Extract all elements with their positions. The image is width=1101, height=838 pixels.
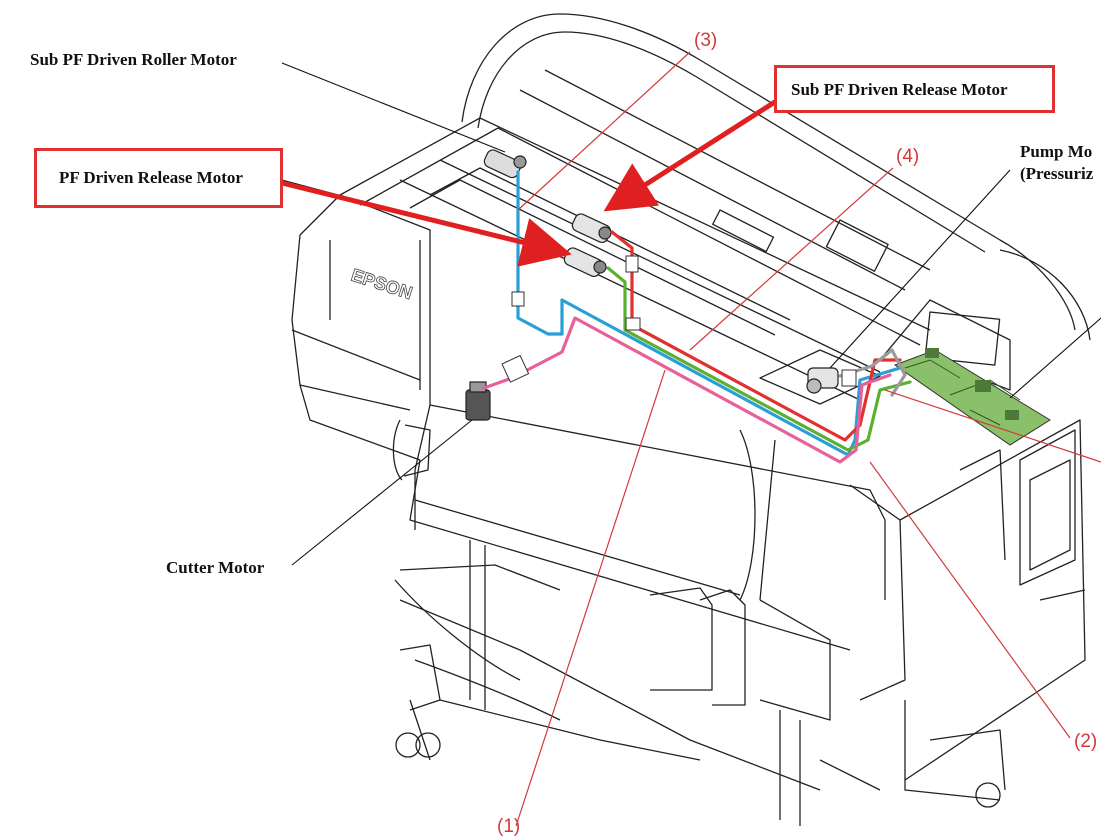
cable-green xyxy=(606,266,912,452)
cable-gray xyxy=(838,348,907,397)
label-pump-motor: Pump Mo xyxy=(1020,142,1093,161)
label-pressurize: (Pressuriz xyxy=(1020,164,1094,183)
cable-red xyxy=(610,230,902,442)
cables xyxy=(482,170,912,464)
cable-blue xyxy=(516,170,902,457)
label-sub-pf-driven-roller-motor: Sub PF Driven Roller Motor xyxy=(30,50,237,69)
motor-pump xyxy=(806,367,839,394)
callout-lines xyxy=(515,51,1101,826)
motor-sub-pf-driven-roller xyxy=(483,149,527,179)
connectors xyxy=(501,255,857,387)
arrow-pf-driven-release xyxy=(281,180,572,267)
callout-number-2: (2) xyxy=(1074,731,1098,752)
highlight-box-pf-driven-release: PF Driven Release Motor xyxy=(34,148,283,208)
motor-sub-pf-driven-release xyxy=(571,213,612,243)
arrow-sub-pf-driven-release xyxy=(603,97,780,212)
callout-number-4: (4) xyxy=(896,146,920,167)
highlight-box-sub-pf-driven-release: Sub PF Driven Release Motor xyxy=(774,65,1055,113)
motor-pf-driven-release xyxy=(563,247,607,277)
pointer-arrows xyxy=(281,97,780,267)
printer-illustration xyxy=(291,13,1091,826)
label-cutter-motor: Cutter Motor xyxy=(166,558,265,577)
callout-number-1: (1) xyxy=(497,816,521,837)
label-pf-driven-release-motor: PF Driven Release Motor xyxy=(59,168,243,187)
callout-number-3: (3) xyxy=(694,30,718,51)
epson-logo: EPSON xyxy=(349,265,415,303)
leader-lines xyxy=(281,62,1101,566)
motor-cutter xyxy=(465,381,491,421)
label-sub-pf-driven-release-motor: Sub PF Driven Release Motor xyxy=(791,80,1008,99)
